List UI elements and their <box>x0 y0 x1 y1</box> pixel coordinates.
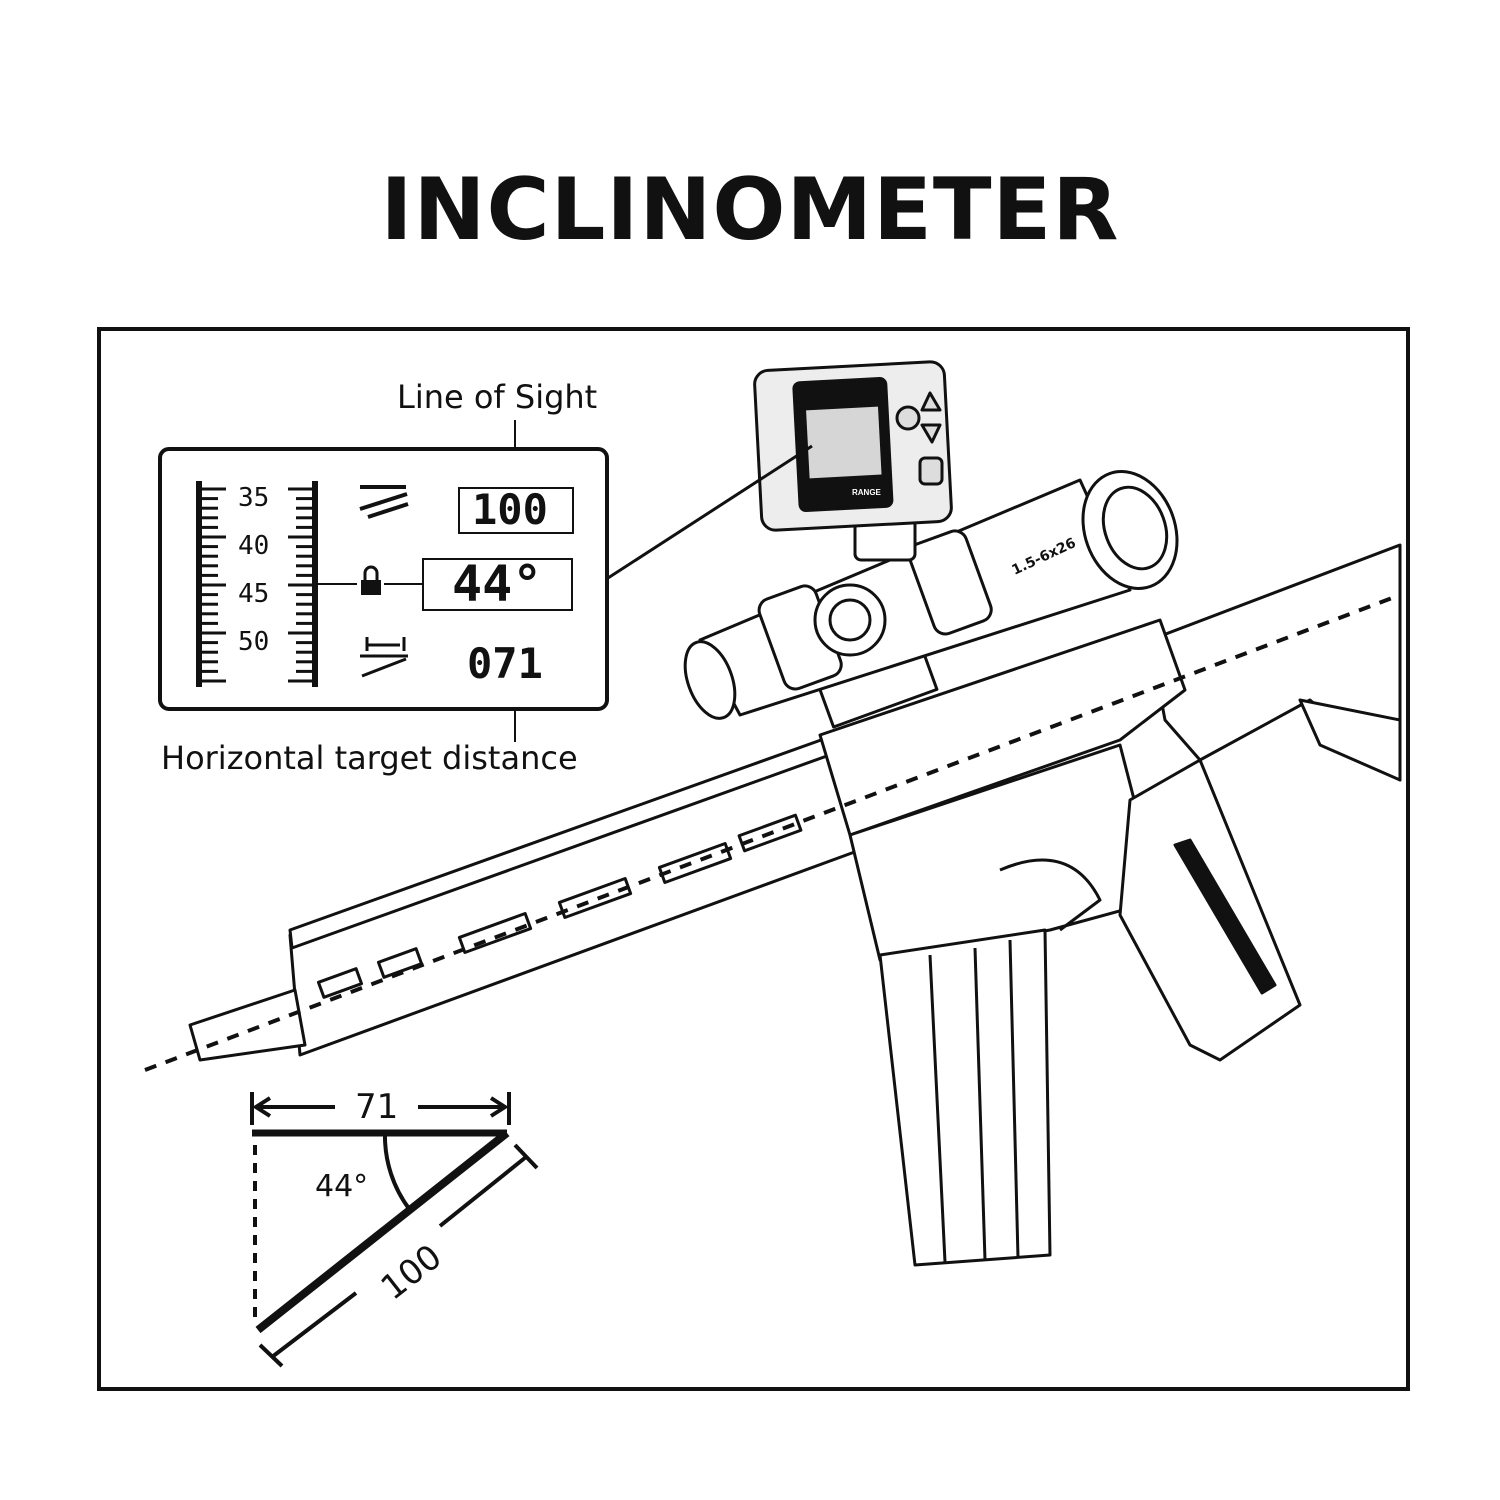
scale-tick-40: 40 <box>238 531 270 561</box>
scale-tick-50: 50 <box>238 627 270 657</box>
pistol-grip <box>1118 758 1302 1062</box>
scale-tick-35: 35 <box>238 483 270 513</box>
rifle-muzzle <box>188 988 307 1062</box>
rifle-scope: 1.5-6x26 <box>683 470 1179 720</box>
angle-scale <box>196 481 574 687</box>
triangle-angle-label: 44° <box>315 1169 368 1204</box>
angle-value: 44° <box>452 555 543 613</box>
triangle-hypotenuse-label: 100 <box>374 1237 450 1308</box>
magazine <box>878 928 1052 1267</box>
page-title: INCLINOMETER <box>380 160 1120 260</box>
line-of-sight-dashed <box>144 593 1401 1072</box>
horizontal-distance-value: 071 <box>467 639 543 688</box>
diagram-frame <box>97 327 1410 1391</box>
lower-receiver <box>848 743 1162 962</box>
line-of-sight-label: Line of Sight <box>397 378 598 416</box>
lock-icon <box>361 565 381 595</box>
angle-triangle-diagram <box>250 1092 539 1368</box>
lcd-display-callout: 35 40 45 50 100 44° 071 <box>158 447 609 711</box>
scale-tick-45: 45 <box>238 579 270 609</box>
line-of-sight-value: 100 <box>472 485 548 534</box>
device-brand: RANGE <box>852 488 882 497</box>
horizontal-distance-label: Horizontal target distance <box>161 739 578 777</box>
incline-range-icon <box>359 485 409 519</box>
rangefinder-device: RANGE <box>753 360 953 532</box>
horizontal-range-icon <box>360 637 408 678</box>
triangle-horizontal-label: 71 <box>355 1087 398 1127</box>
